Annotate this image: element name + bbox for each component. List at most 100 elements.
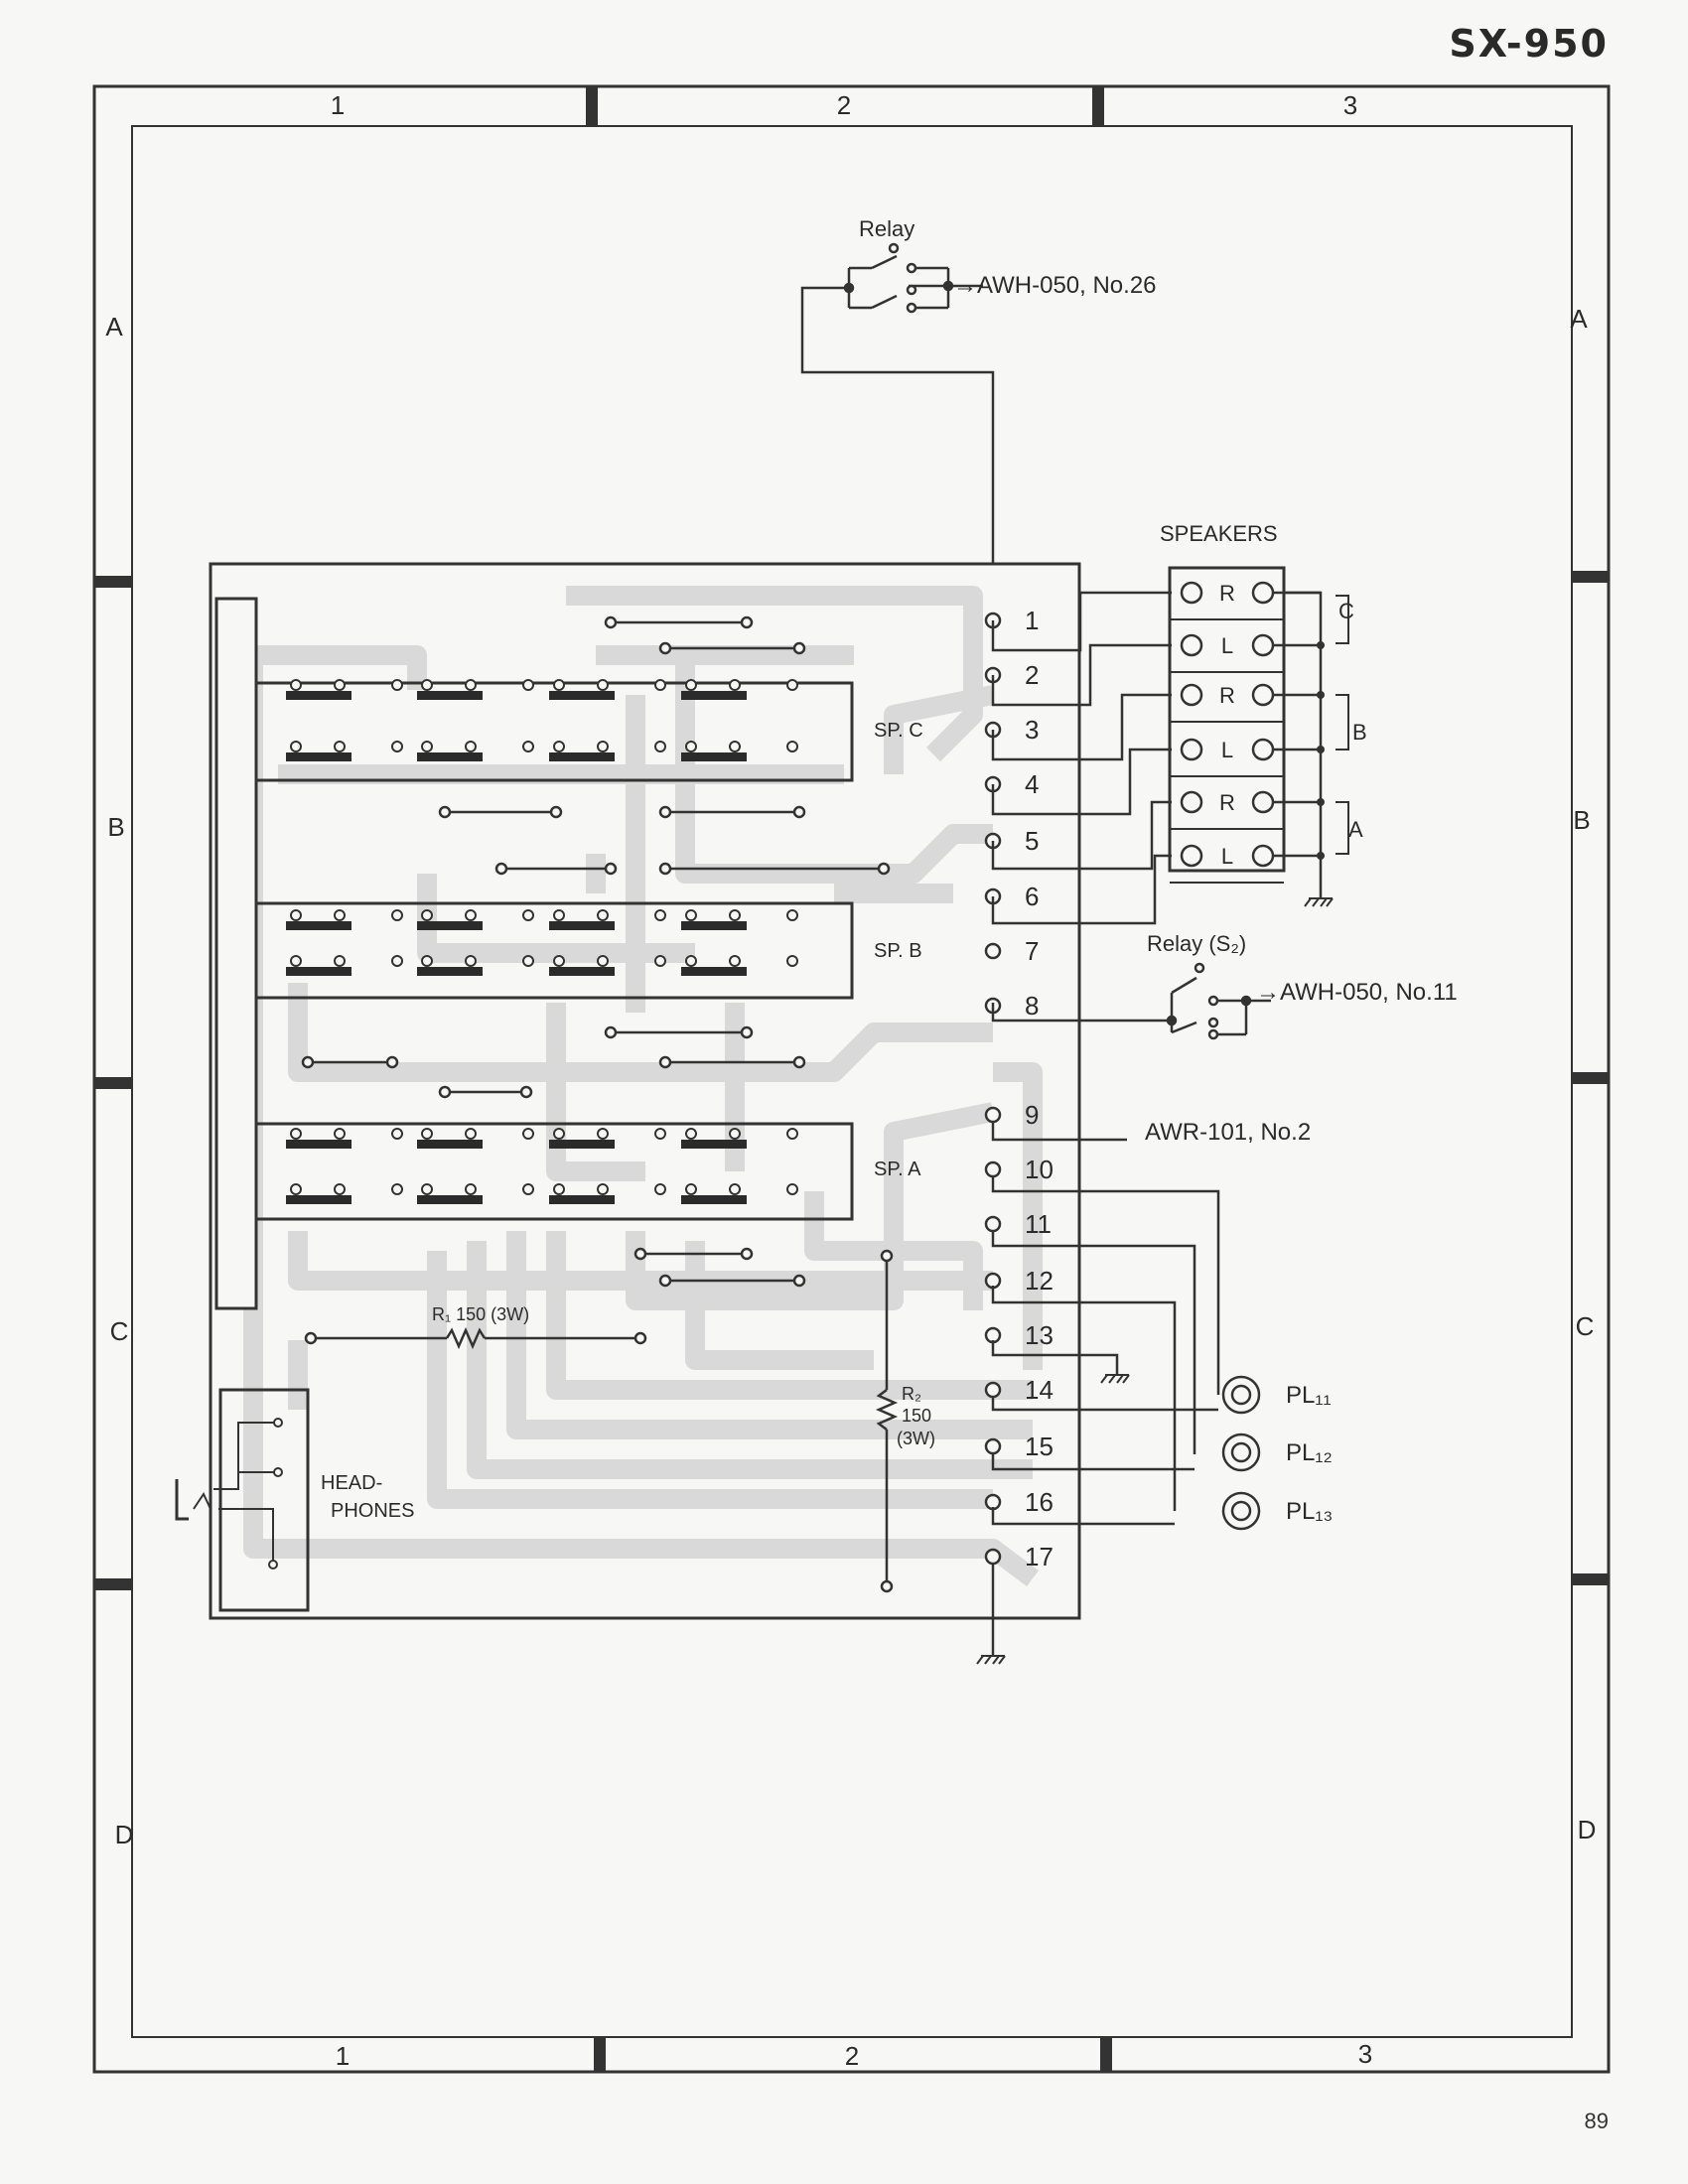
col-label-top-1: 1 [331, 90, 345, 120]
pilot-lamp-1-label: PL₁₁ [1286, 1382, 1332, 1409]
switch-pin [465, 909, 477, 921]
switch-pin [729, 741, 741, 752]
switch-pin [421, 955, 433, 967]
terminal-16-pad [984, 1493, 1002, 1511]
grid-labels: 1 2 3 1 2 3 A B C D A B C D [105, 90, 1596, 2071]
switch-contact-bar [681, 1195, 747, 1204]
label-r2-b: 150 [902, 1406, 931, 1426]
switch-pin [334, 679, 346, 691]
speaker-group-a: A [1348, 817, 1363, 842]
switch-pin [522, 909, 534, 921]
terminal-11-label: 11 [1025, 1209, 1052, 1239]
bus-junction-dot [1317, 852, 1325, 860]
speaker-wiring [991, 591, 1323, 925]
switch-pin [334, 741, 346, 752]
label-sp-b: SP. B [874, 940, 922, 962]
pilot-lamp-3-outer [1221, 1491, 1261, 1531]
speaker-terminal-0-left-post [1180, 581, 1203, 605]
switch-contact-bar [286, 752, 352, 761]
speaker-terminal-2-label: R [1219, 683, 1235, 708]
label-r2-c: (3W) [897, 1429, 935, 1448]
speaker-terminal-5-label: L [1221, 844, 1233, 869]
switch-contact-bar [681, 921, 747, 930]
switch-pin [597, 1183, 609, 1195]
switch-pin [685, 1128, 697, 1140]
speaker-terminal-1-right-post [1251, 633, 1275, 657]
jumper-end [740, 615, 754, 629]
pilot-lamp-1-filament [1230, 1384, 1252, 1406]
switch-pin [729, 909, 741, 921]
terminal-9-label: 9 [1025, 1100, 1039, 1130]
label-sp-c: SP. C [874, 720, 923, 742]
speaker-terminal-block [1168, 566, 1286, 873]
switch-pin [391, 1128, 403, 1140]
terminal-2-label: 2 [1025, 660, 1039, 690]
pilot-lamp-3-filament [1230, 1500, 1252, 1522]
switch-contact-bar [681, 1140, 747, 1149]
switch-pin [685, 741, 697, 752]
terminal-11-pad [984, 1215, 1002, 1233]
switch-contact-bar [286, 921, 352, 930]
switch-pin [465, 741, 477, 752]
jumper-end [658, 805, 672, 819]
jumper-end [658, 641, 672, 655]
switch-pin [553, 679, 565, 691]
speaker-terminal-5-left-post [1180, 844, 1203, 868]
terminal-17-pad [984, 1548, 1002, 1566]
switch-pin [597, 955, 609, 967]
awr-101-wire [991, 1122, 1127, 1142]
switch-contact-bar [681, 691, 747, 700]
terminal-12-label: 12 [1025, 1266, 1054, 1296]
speaker-terminal-0-label: R [1219, 581, 1235, 606]
switch-pin [421, 1183, 433, 1195]
resistor-r2 [875, 1249, 899, 1593]
switch-contact-bar [417, 1140, 483, 1149]
jumper-end [658, 1274, 672, 1288]
terminal-14-label: 14 [1025, 1375, 1054, 1405]
row-label-left-a: A [105, 312, 123, 341]
row-label-right-a: A [1570, 304, 1588, 334]
terminal-13-pad [984, 1326, 1002, 1344]
jumper-end [438, 1085, 452, 1099]
bus-junction-dot [1317, 746, 1325, 753]
model-number: SX-950 [1449, 22, 1609, 66]
row-label-right-d: D [1578, 1815, 1597, 1844]
terminal-3-label: 3 [1025, 715, 1039, 745]
terminal-9-pad [984, 1106, 1002, 1124]
terminal-8-label: 8 [1025, 991, 1039, 1021]
ground-terminal-13 [1100, 1374, 1130, 1384]
jumper-end [385, 1055, 399, 1069]
switch-pin [391, 1183, 403, 1195]
terminal-13-label: 13 [1025, 1320, 1054, 1350]
terminal-7-label: 7 [1025, 936, 1039, 966]
switch-contact-bar [549, 1140, 615, 1149]
pcb-board: SP. C SP. B SP. A R₁ 150 (3W) R₂ 150 [175, 562, 1081, 1620]
switch-pin [522, 741, 534, 752]
switch-pin [334, 1128, 346, 1140]
terminal-1-label: 1 [1025, 606, 1039, 635]
speaker-group-c: C [1338, 599, 1354, 623]
terminal-15-pad [984, 1437, 1002, 1455]
switch-sp-b [254, 901, 854, 1000]
row-label-left-b: B [107, 812, 124, 842]
bus-junction-dot [1317, 641, 1325, 649]
switch-pin [290, 909, 302, 921]
switch-pin [597, 909, 609, 921]
switch-contact-bar [549, 921, 615, 930]
switch-contact-bar [549, 752, 615, 761]
switch-pin [786, 909, 798, 921]
switch-pin [553, 909, 565, 921]
row-label-right-b: B [1573, 805, 1590, 835]
switch-pin [597, 679, 609, 691]
switch-pin [553, 1183, 565, 1195]
switch-pin [654, 1183, 666, 1195]
jumper-end [438, 805, 452, 819]
col-label-top-2: 2 [837, 90, 851, 120]
switch-pin [290, 1128, 302, 1140]
row-label-left-d: D [115, 1820, 134, 1849]
switch-pin [290, 679, 302, 691]
jumper-end [877, 862, 891, 876]
terminal-10-label: 10 [1025, 1155, 1054, 1184]
